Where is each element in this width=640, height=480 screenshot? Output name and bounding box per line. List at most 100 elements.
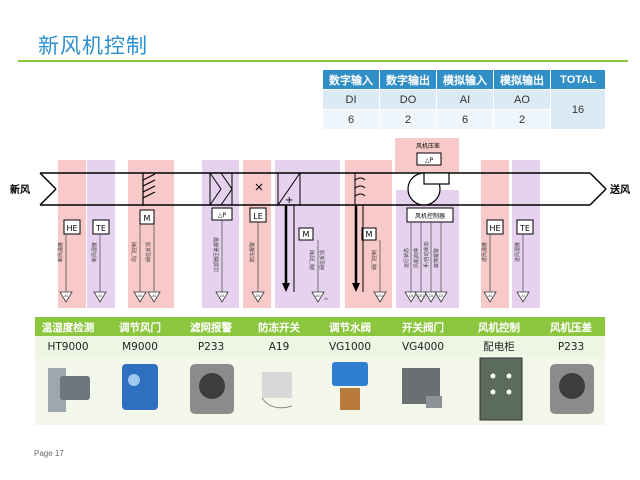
io-m15: AI xyxy=(521,294,524,298)
band-antifreeze xyxy=(243,160,271,308)
signal-lines xyxy=(65,220,524,292)
valve-actuator-2 xyxy=(361,227,377,241)
device-model-7: 配电柜 xyxy=(483,340,515,353)
io-total-value: 16 xyxy=(550,89,606,130)
water-pipes xyxy=(282,205,364,292)
io-value-do: 2 xyxy=(379,109,437,130)
air-duct xyxy=(39,172,607,206)
io-label-di: DI xyxy=(322,89,380,110)
sig-10: 运行状态 xyxy=(403,248,410,268)
io-m14: AI xyxy=(488,294,491,298)
water-valve-photo xyxy=(332,362,368,410)
heating-coil: + xyxy=(277,172,301,206)
sig-3: 风门控制 xyxy=(131,242,138,262)
io-m11: DO xyxy=(418,294,424,298)
dp2-label: △P xyxy=(425,157,434,164)
io-m9: DO xyxy=(377,294,383,298)
device-name-8: 风机压差 xyxy=(550,321,592,334)
io-m8: AI xyxy=(324,297,327,301)
le-label: LE xyxy=(253,212,263,221)
sensor-bands xyxy=(58,138,540,308)
filter-alarm-photo xyxy=(190,364,234,414)
humidity-sensor-photo xyxy=(48,368,90,412)
io-value-ao: 2 xyxy=(493,109,551,130)
dp1-label: △P xyxy=(218,212,227,219)
io-header-di: 数字输入 xyxy=(322,69,380,90)
antifreeze-photo xyxy=(261,372,293,409)
device-model-8: P233 xyxy=(558,341,584,353)
device-name-4: 防冻开关 xyxy=(258,321,300,334)
valve-actuator-1 xyxy=(298,227,314,241)
io-marker-labels: AI AI AO AI DI DI AO AI DO DI DO DI DI A… xyxy=(64,294,524,301)
antifreeze-switch xyxy=(255,183,263,191)
fan-pressure-photo xyxy=(550,364,594,414)
io-m7: AO xyxy=(315,294,320,298)
device-header-bg xyxy=(35,317,605,336)
he-sensor-2 xyxy=(486,219,504,235)
sig-6: 防冻报警 xyxy=(249,242,256,262)
title-divider xyxy=(18,60,628,62)
device-name-1: 温湿度检测 xyxy=(42,321,95,334)
io-header-total: TOTAL xyxy=(550,69,606,90)
io-m6: DI xyxy=(256,294,260,298)
sig-9: 阀门控制 xyxy=(371,250,378,270)
he2-label: HE xyxy=(489,224,500,233)
device-names: 温湿度检测 调节风门 滤网报警 防冻开关 调节水阀 开关阀门 风机控制 风机压差 xyxy=(42,321,593,334)
m1-label: M xyxy=(144,214,151,223)
page-number: Page 17 xyxy=(34,449,64,458)
io-value-di: 6 xyxy=(322,109,380,130)
band-filter xyxy=(202,160,239,308)
io-m12: DI xyxy=(429,294,433,298)
sig-1: 新风温度 xyxy=(57,242,64,262)
fan-controller-box xyxy=(406,207,454,223)
device-models: HT9000 M9000 P233 A19 VG1000 VG4000 配电柜 … xyxy=(47,340,584,353)
supply-fan xyxy=(407,172,450,206)
device-name-3: 滤网报警 xyxy=(190,321,232,334)
io-m3: AO xyxy=(137,294,142,298)
device-name-2: 调节风门 xyxy=(119,321,161,334)
fan-pressure-label: 风机压差 xyxy=(416,142,440,150)
sig-2: 新风湿度 xyxy=(91,242,98,262)
fan-status-label: 风机控制器 xyxy=(415,212,445,220)
fresh-air-label: 新风 xyxy=(10,183,30,196)
supply-air-label: 送风 xyxy=(609,183,630,196)
device-model-5: VG1000 xyxy=(329,341,371,353)
io-m1: AI xyxy=(64,294,67,298)
io-header-ai: 模拟输入 xyxy=(436,69,494,90)
io-m10: DI xyxy=(409,294,413,298)
damper-actuator xyxy=(139,209,155,225)
sig-15: 送风湿度 xyxy=(514,242,521,262)
device-model-6: VG4000 xyxy=(402,341,444,353)
te-sensor-2 xyxy=(516,219,534,235)
page-title: 新风机控制 xyxy=(38,34,148,58)
filter-symbol xyxy=(209,172,233,206)
sig-12: 手/自动状态 xyxy=(423,241,430,268)
io-label-ao: AO xyxy=(493,89,551,110)
switch-valve-photo xyxy=(402,368,442,408)
control-cabinet-photo xyxy=(479,357,523,421)
he1-label: HE xyxy=(66,224,77,233)
io-m5: DI xyxy=(220,294,224,298)
device-model-4: A19 xyxy=(269,341,290,353)
io-summary-table: 数字输入 数字输出 模拟输入 模拟输出 TOTAL DI DO AI AO 16… xyxy=(322,69,606,130)
sig-7: 阀门控制 xyxy=(309,250,316,270)
io-m4: AI xyxy=(152,294,155,298)
svg-text:+: + xyxy=(285,195,293,206)
device-model-bg xyxy=(35,336,605,355)
device-photos xyxy=(48,357,594,421)
device-name-5: 调节水阀 xyxy=(329,321,371,334)
io-markers xyxy=(59,291,530,303)
io-label-do: DO xyxy=(379,89,437,110)
te2-label: TE xyxy=(519,224,530,233)
sig-4: 阀位反馈 xyxy=(145,242,152,262)
io-value-ai: 6 xyxy=(436,109,494,130)
m2-label: M xyxy=(303,230,310,239)
cooling-coil xyxy=(354,173,366,205)
sig-13: 故障报警 xyxy=(433,248,440,268)
sig-8: 阀位反馈 xyxy=(319,250,326,270)
he-sensor-1 xyxy=(63,219,81,235)
io-table-label-row: DI DO AI AO 16 xyxy=(322,89,606,130)
te1-label: TE xyxy=(95,224,106,233)
io-header-do: 数字输出 xyxy=(379,69,437,90)
device-name-7: 风机控制 xyxy=(478,321,520,334)
